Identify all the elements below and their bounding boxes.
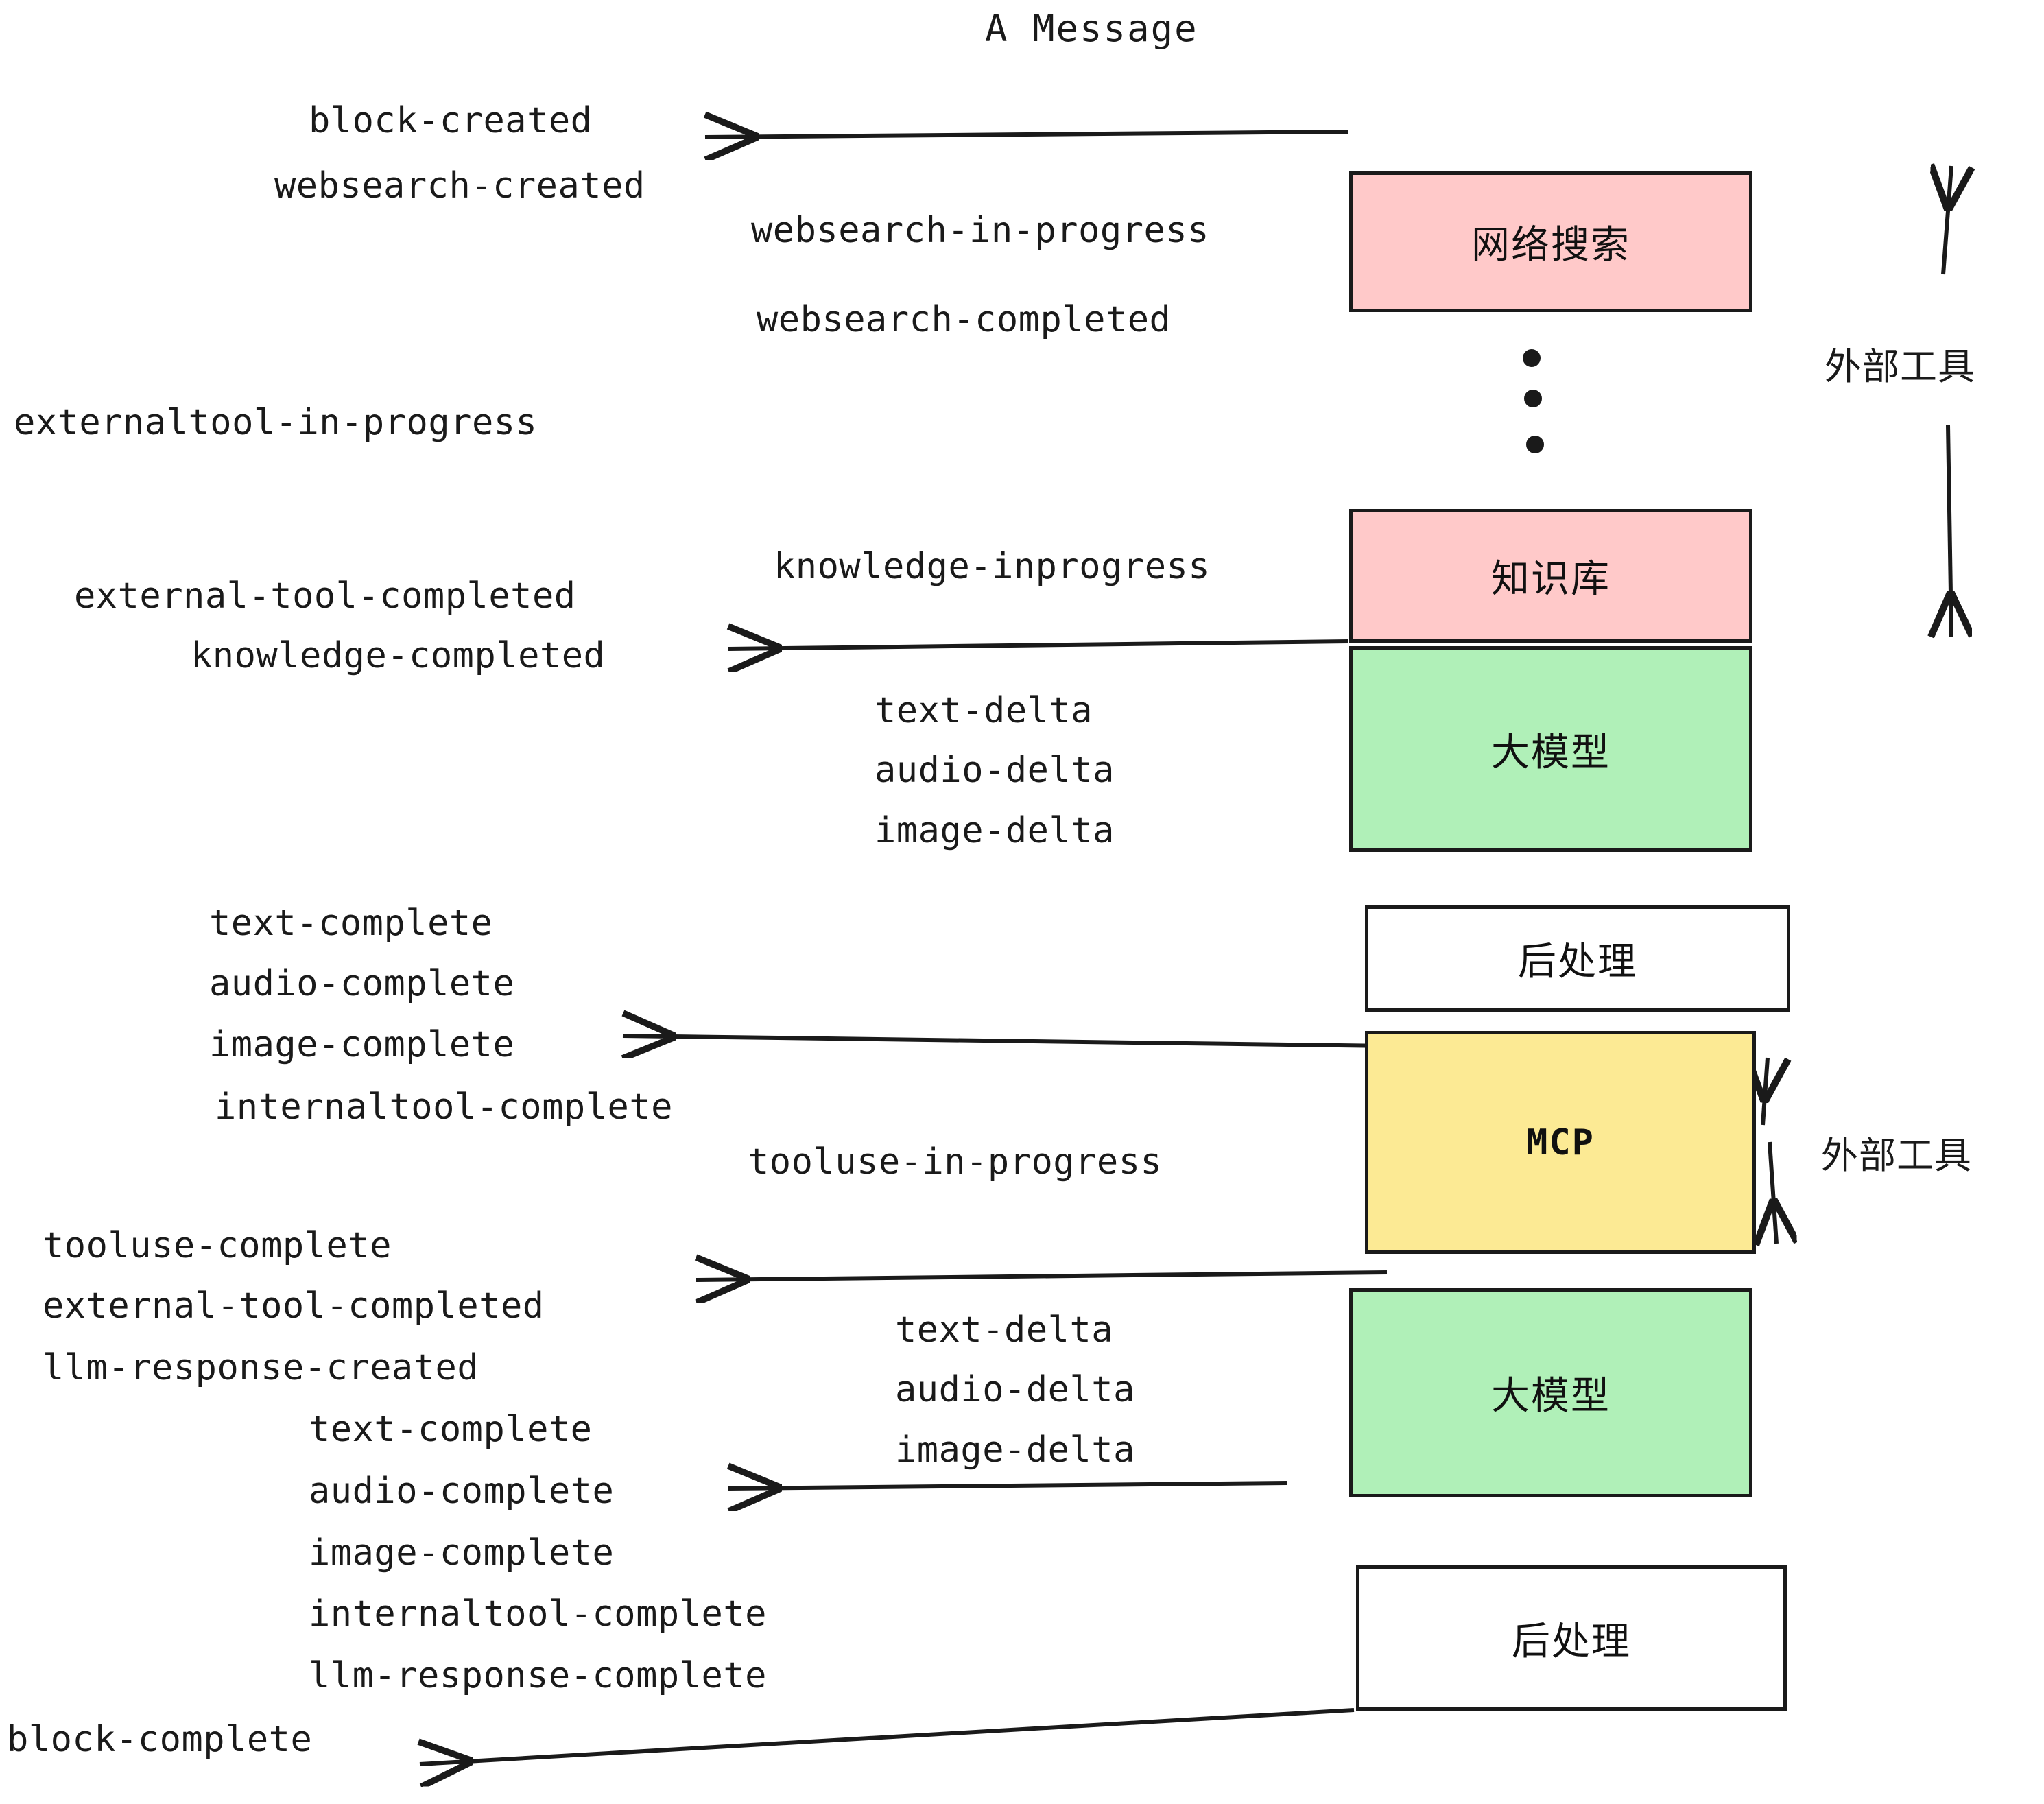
event-label-image-delta-1: image-delta — [875, 810, 1115, 851]
event-label-llm-response-created: llm-response-created — [43, 1347, 479, 1388]
grp-arrow-bot-up — [1763, 1058, 1768, 1126]
event-label-text-delta-1: text-delta — [875, 690, 1093, 731]
event-label-audio-complete-1: audio-complete — [209, 963, 515, 1004]
event-label-block-created: block-created — [309, 100, 593, 141]
node-mcp[interactable]: MCP — [1365, 1031, 1756, 1254]
node-llm-1[interactable]: 大模型 — [1349, 646, 1752, 852]
event-label-knowledge-inprogress: knowledge-inprogress — [774, 546, 1211, 587]
event-label-tooluse-in-progress: tooluse-in-progress — [748, 1141, 1163, 1183]
node-websearch[interactable]: 网络搜索 — [1349, 171, 1752, 312]
node-knowledge[interactable]: 知识库 — [1349, 509, 1752, 643]
ellipsis-dot-3-icon — [1526, 436, 1544, 453]
event-label-externaltool-in-progress: externaltool-in-progress — [14, 402, 538, 443]
arrow-audio-complete — [728, 1483, 1287, 1488]
event-label-audio-complete-2: audio-complete — [309, 1471, 615, 1512]
event-label-websearch-completed: websearch-completed — [757, 299, 1172, 340]
event-label-tooluse-complete: tooluse-complete — [43, 1225, 392, 1266]
event-label-knowledge-completed: knowledge-completed — [191, 635, 606, 676]
event-label-image-complete-2: image-complete — [309, 1532, 615, 1574]
diagram-title: A Message — [985, 7, 1198, 50]
arrow-block-created — [705, 132, 1349, 137]
grp-arrow-top-down — [1948, 425, 1951, 637]
event-label-audio-delta-2: audio-delta — [895, 1369, 1135, 1410]
node-postprocess-2[interactable]: 后处理 — [1356, 1565, 1787, 1711]
event-label-websearch-in-progress: websearch-in-progress — [751, 210, 1209, 251]
grp-arrow-top-up — [1943, 166, 1951, 275]
node-postprocess-1[interactable]: 后处理 — [1365, 905, 1790, 1012]
arrow-knowledge-done — [728, 641, 1349, 649]
event-label-internaltool-complete-1: internaltool-complete — [215, 1087, 673, 1128]
arrow-image-complete — [623, 1036, 1390, 1046]
event-label-text-complete-1: text-complete — [209, 903, 493, 944]
event-label-external-tool-completed: external-tool-completed — [74, 575, 576, 617]
event-label-image-delta-2: image-delta — [895, 1429, 1135, 1471]
event-label-block-complete: block-complete — [7, 1719, 313, 1760]
arrow-block-complete — [420, 1708, 1355, 1764]
event-label-text-delta-2: text-delta — [895, 1309, 1114, 1351]
event-label-llm-response-complete: llm-response-complete — [309, 1655, 767, 1696]
event-label-internaltool-complete-2: internaltool-complete — [309, 1593, 767, 1635]
ellipsis-dot-2-icon — [1524, 390, 1542, 407]
grp-arrow-bot-down — [1770, 1141, 1776, 1244]
group-label-external-tools-top: 外部工具 — [1825, 345, 1975, 388]
event-label-audio-delta-1: audio-delta — [875, 750, 1115, 791]
group-label-external-tools-bottom: 外部工具 — [1821, 1134, 1972, 1177]
event-label-image-complete-1: image-complete — [209, 1024, 515, 1065]
event-label-text-complete-2: text-complete — [309, 1409, 593, 1450]
node-llm-2[interactable]: 大模型 — [1349, 1288, 1752, 1497]
event-label-websearch-created: websearch-created — [274, 165, 645, 206]
arrow-tooluse-complete — [696, 1272, 1388, 1280]
event-label-external-tool-completed-2: external-tool-completed — [43, 1285, 545, 1327]
ellipsis-dot-1-icon — [1523, 349, 1541, 367]
